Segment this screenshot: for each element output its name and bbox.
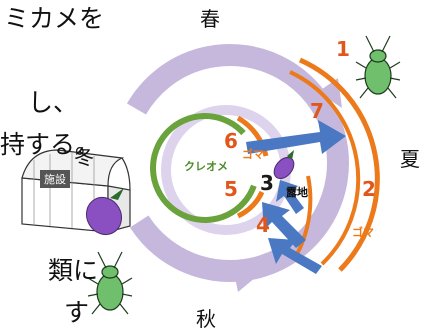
greenhouse-sign	[40, 170, 70, 188]
goma-inner-arc-top	[236, 115, 269, 157]
season-ring	[111, 44, 349, 292]
number-4: 4	[256, 213, 270, 237]
season-autumn: 秋	[196, 307, 216, 331]
cleome-ring	[150, 113, 260, 223]
arrow-to-summer	[246, 120, 346, 154]
body-text-line-2: し、	[28, 88, 79, 117]
cleome-label: クレオメ	[184, 160, 228, 173]
number-1: 1	[336, 37, 350, 61]
goma-outer-arc-1	[298, 57, 380, 272]
number-7: 7	[310, 99, 324, 123]
goma-outer-arc-2	[289, 70, 361, 266]
open-field-label: 露地	[286, 185, 308, 199]
season-spring: 春	[200, 7, 220, 31]
season-summer: 夏	[400, 147, 420, 171]
goma-inner-arc-bottom	[236, 190, 265, 219]
arrow-up-1	[262, 202, 306, 248]
goma-inner-label: ゴマ	[242, 147, 264, 161]
eggplant-icon	[85, 188, 124, 236]
stink-bug-icon-top	[355, 35, 401, 99]
movement-arrows	[246, 120, 346, 274]
body-text-line-1: ミカメを	[4, 4, 105, 33]
season-arrowhead-bottom	[232, 262, 262, 292]
body-text-line-4: 類に	[48, 256, 99, 285]
goma-outer-arc-3	[294, 175, 313, 257]
goma-outer-label: ゴマ	[352, 225, 374, 239]
arrow-up-3	[276, 180, 304, 214]
number-6: 6	[224, 129, 238, 153]
stink-bug-icon-bottom	[87, 251, 133, 315]
eggplant-icon-center	[273, 150, 295, 180]
greenhouse-label: 施設	[44, 172, 66, 186]
number-3: 3	[260, 171, 274, 195]
arrow-up-2	[268, 238, 322, 274]
body-text-line-5: す	[64, 298, 90, 327]
number-2: 2	[362, 177, 376, 201]
number-5: 5	[224, 177, 238, 201]
body-text-line-3: 持する。	[0, 130, 101, 159]
season-winter: 冬	[74, 145, 94, 169]
